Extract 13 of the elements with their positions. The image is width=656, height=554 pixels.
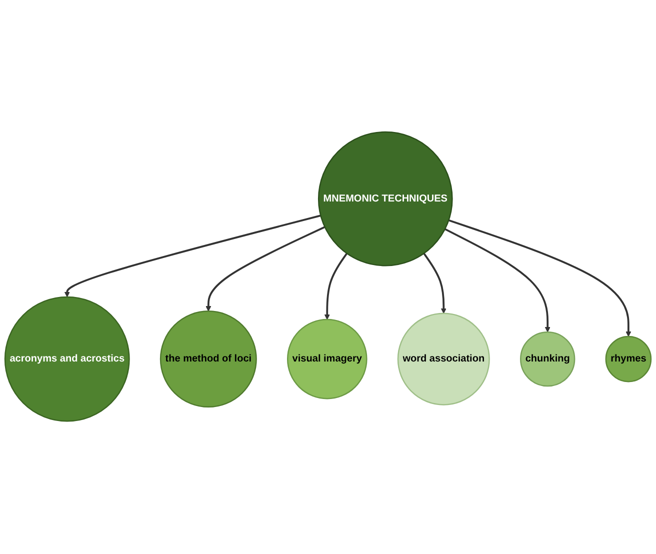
arrow [206,226,326,312]
arrow [423,253,446,314]
node-circle: visual imagery [286,319,368,400]
node-circle: word association [397,313,490,406]
node-circle: acronyms and acrostics [4,296,130,422]
node-circle: MNEMONIC TECHNIQUES [318,132,453,267]
node-circle: the method of loci [160,310,257,408]
arrow [448,220,632,338]
node-circle: chunking [520,332,576,388]
arrow [444,228,550,333]
node-circle: rhymes [605,336,652,383]
arrow [324,253,348,320]
arrow [64,215,321,298]
